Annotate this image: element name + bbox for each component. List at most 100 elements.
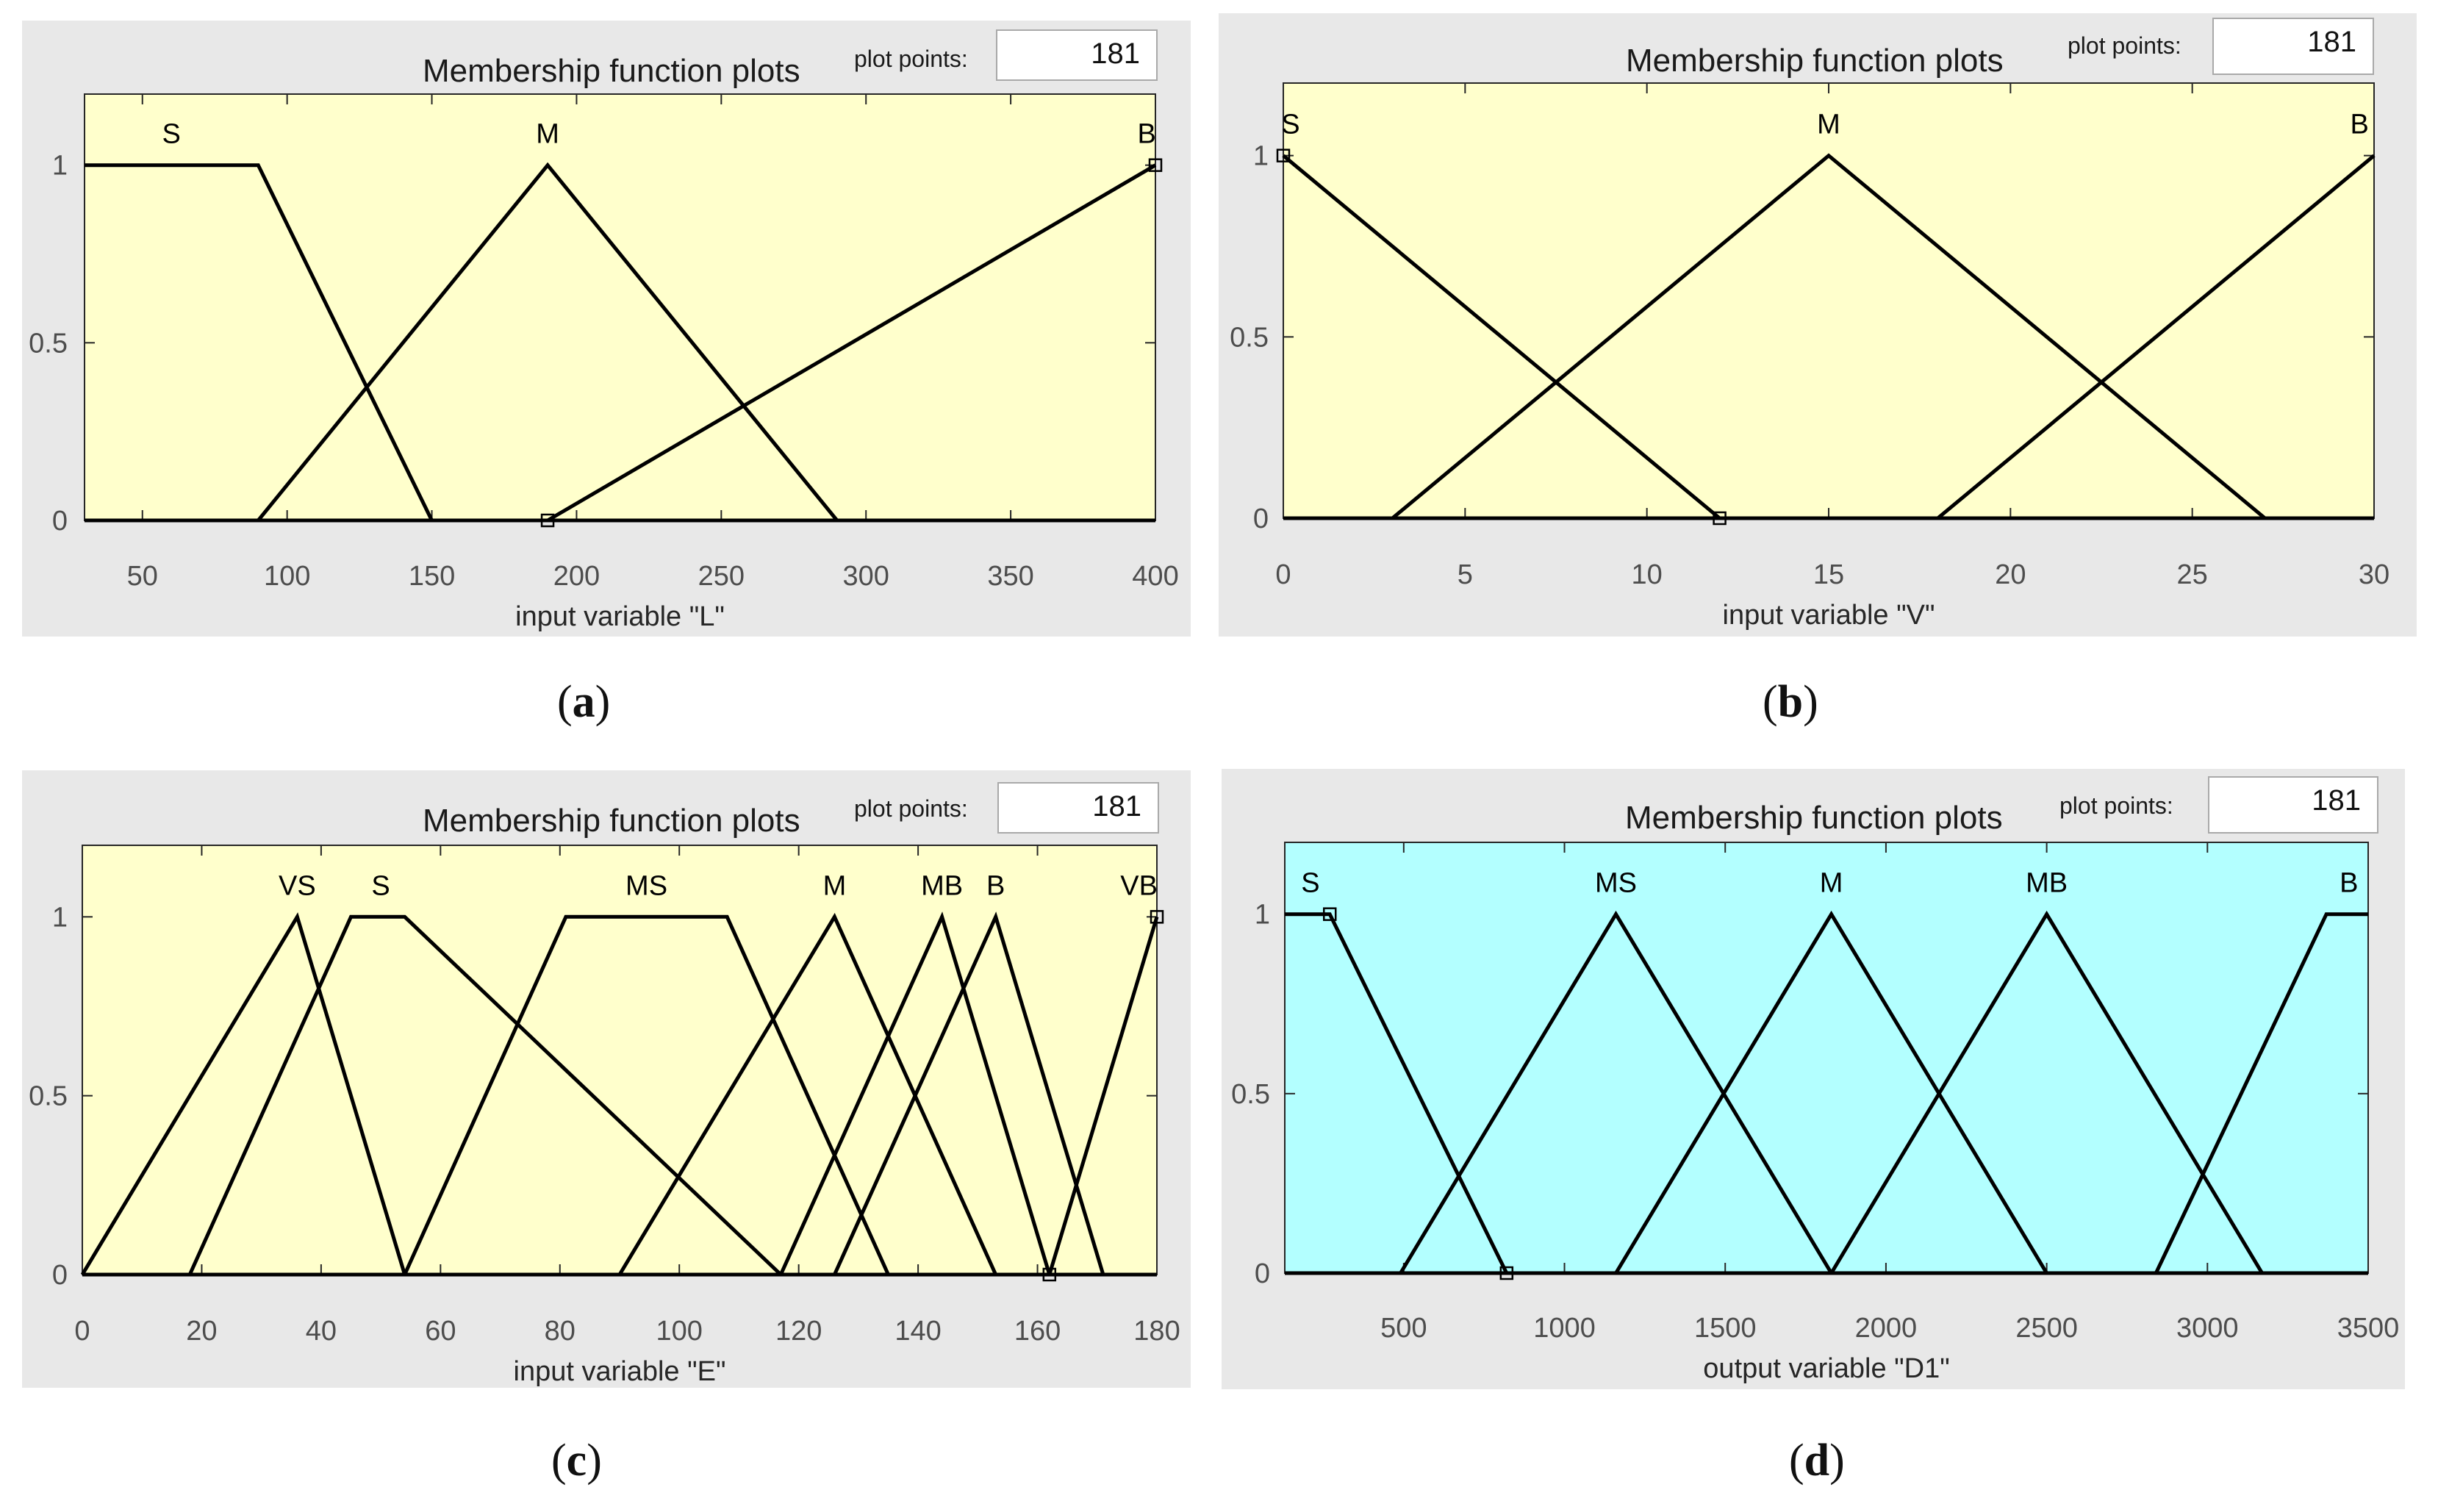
x-tick-label: 140 xyxy=(894,1316,941,1347)
y-tick-label: 0 xyxy=(1255,1258,1270,1289)
plot-area xyxy=(1284,842,2369,1274)
mf-label-s: S xyxy=(1301,868,1319,899)
caption-a: (a) xyxy=(557,677,611,727)
plot-area xyxy=(82,845,1158,1275)
mf-label-s: S xyxy=(162,119,180,150)
x-tick-label: 160 xyxy=(1014,1316,1061,1347)
x-tick-label: 60 xyxy=(425,1316,456,1347)
x-tick-label: 20 xyxy=(1995,559,2026,590)
x-tick-label: 2500 xyxy=(2015,1313,2078,1344)
panel-a: Membership function plots plot points: 1… xyxy=(22,21,1191,637)
panel-title: Membership function plots xyxy=(1626,43,2004,79)
mf-marker xyxy=(1150,910,1164,924)
mf-label-ms: MS xyxy=(625,870,667,901)
y-tick-label: 0 xyxy=(52,506,68,537)
x-tick-label: 10 xyxy=(1632,559,1663,590)
x-tick-label: 400 xyxy=(1132,561,1178,592)
y-tick-label: 0.5 xyxy=(29,328,68,359)
x-tick-label: 300 xyxy=(843,561,889,592)
plot-points-input[interactable]: 181 xyxy=(2208,776,2378,834)
x-tick-label: 25 xyxy=(2177,559,2208,590)
mf-marker xyxy=(1713,511,1727,526)
mf-label-mb: MB xyxy=(921,870,963,901)
x-tick-label: 20 xyxy=(186,1316,217,1347)
x-tick-label: 1000 xyxy=(1533,1313,1596,1344)
panel-d: Membership function plots plot points: 1… xyxy=(1222,769,2405,1389)
caption-letter: d xyxy=(1804,1436,1830,1486)
x-tick-label: 350 xyxy=(987,561,1033,592)
x-tick-label: 150 xyxy=(409,561,455,592)
x-tick-label: 100 xyxy=(264,561,310,592)
mf-label-b: B xyxy=(2351,110,2369,140)
x-tick-label: 0 xyxy=(74,1316,90,1347)
mf-label-s: S xyxy=(1281,110,1299,140)
x-tick-label: 50 xyxy=(127,561,158,592)
x-tick-label: 180 xyxy=(1133,1316,1180,1347)
mf-label-m: M xyxy=(1817,110,1840,140)
mf-line-b xyxy=(1285,912,2368,1275)
mf-label-ms: MS xyxy=(1595,868,1637,899)
x-tick-label: 30 xyxy=(2359,559,2389,590)
y-tick-label: 1 xyxy=(52,902,68,933)
caption-d: (d) xyxy=(1789,1436,1845,1486)
x-tick-label: 15 xyxy=(1813,559,1844,590)
plot-area xyxy=(1283,82,2375,519)
mf-label-vb: VB xyxy=(1120,870,1158,901)
plot-points-input[interactable]: 181 xyxy=(997,782,1159,834)
mf-label-m: M xyxy=(536,119,559,150)
x-tick-label: 3500 xyxy=(2337,1313,2400,1344)
panel-c: Membership function plots plot points: 1… xyxy=(22,770,1191,1388)
y-tick-label: 1 xyxy=(52,151,68,182)
x-tick-label: 100 xyxy=(656,1316,703,1347)
x-tick-label: 40 xyxy=(306,1316,337,1347)
mf-marker xyxy=(1276,148,1291,162)
mf-line-vb xyxy=(82,916,1159,1277)
panel-title: Membership function plots xyxy=(423,53,800,89)
mf-marker xyxy=(1042,1267,1057,1282)
y-tick-label: 0.5 xyxy=(1231,1079,1270,1110)
mf-marker xyxy=(1322,907,1337,921)
mf-line-b xyxy=(1283,154,2376,520)
y-tick-label: 0.5 xyxy=(1230,322,1269,353)
mf-label-vs: VS xyxy=(279,870,316,901)
caption-letter: a xyxy=(572,677,595,727)
plot-points-input[interactable]: 181 xyxy=(996,29,1158,81)
mf-label-b: B xyxy=(2340,868,2358,899)
y-tick-label: 1 xyxy=(1253,141,1269,172)
x-axis-label: input variable "E" xyxy=(514,1356,726,1387)
plot-points-label: plot points: xyxy=(854,46,968,72)
plot-points-label: plot points: xyxy=(2068,32,2181,59)
caption-letter: c xyxy=(566,1436,587,1486)
mf-label-s: S xyxy=(371,870,390,901)
y-tick-label: 1 xyxy=(1255,900,1270,931)
caption-letter: b xyxy=(1777,677,1804,727)
x-tick-label: 80 xyxy=(545,1316,576,1347)
x-tick-label: 0 xyxy=(1275,559,1291,590)
plot-area xyxy=(84,93,1156,521)
x-tick-label: 500 xyxy=(1380,1313,1427,1344)
x-tick-label: 120 xyxy=(775,1316,822,1347)
plot-points-input[interactable]: 181 xyxy=(2212,18,2374,75)
mf-label-b: B xyxy=(986,870,1005,901)
x-tick-label: 1500 xyxy=(1694,1313,1757,1344)
mf-line-s xyxy=(85,163,1155,523)
plot-points-label: plot points: xyxy=(2059,792,2173,819)
mf-marker xyxy=(1148,158,1163,172)
mf-label-mb: MB xyxy=(2026,868,2068,899)
y-tick-label: 0 xyxy=(1253,504,1269,534)
x-axis-label: output variable "D1" xyxy=(1703,1353,1949,1384)
plot-points-label: plot points: xyxy=(854,795,968,822)
panel-title: Membership function plots xyxy=(1625,800,2003,836)
panel-b: Membership function plots plot points: 1… xyxy=(1219,13,2417,637)
mf-label-m: M xyxy=(1820,868,1843,899)
x-tick-label: 250 xyxy=(698,561,745,592)
x-tick-label: 200 xyxy=(553,561,600,592)
x-tick-label: 3000 xyxy=(2176,1313,2239,1344)
y-tick-label: 0 xyxy=(52,1260,68,1291)
mf-marker xyxy=(540,513,555,528)
caption-b: (b) xyxy=(1763,677,1818,727)
